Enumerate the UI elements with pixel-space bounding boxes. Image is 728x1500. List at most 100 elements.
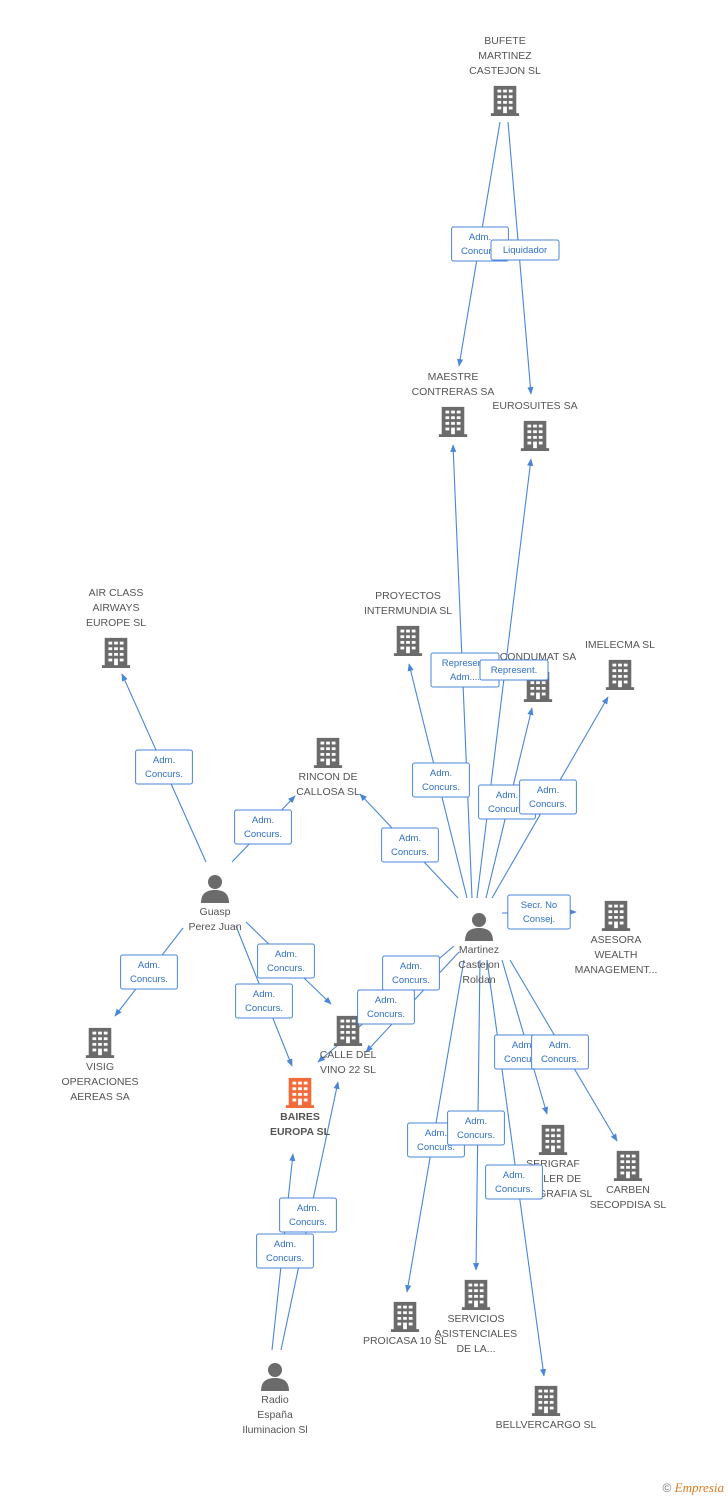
relation-label-text: Adm. xyxy=(138,960,160,971)
relation-label-text: Concurs. xyxy=(130,974,168,985)
relation-label[interactable]: Secr. No Consej. xyxy=(507,894,571,930)
relation-label[interactable]: Adm.Concurs. xyxy=(485,1164,543,1200)
relation-label-text: Concurs. xyxy=(495,1184,533,1195)
node-label-line: IMELECMA SL xyxy=(585,639,655,651)
node-bellvercargo[interactable]: BELLVERCARGO SL xyxy=(496,1385,597,1431)
node-proicasa[interactable]: PROICASA 10 SL xyxy=(363,1301,447,1347)
node-airclass[interactable]: AIR CLASS AIRWAYS EUROPE SL xyxy=(86,587,146,668)
relation-label-text: Concurs. xyxy=(457,1130,495,1141)
relation-label-text: Adm.... xyxy=(450,672,480,683)
relation-label[interactable]: Adm.Concurs. xyxy=(447,1110,505,1146)
relation-label-text: Adm. xyxy=(469,232,491,243)
node-label-line: Guasp xyxy=(200,906,231,918)
relation-label-box xyxy=(479,659,549,681)
relation-label-text: Adm. xyxy=(252,815,274,826)
relation-label-text: Adm. xyxy=(297,1203,319,1214)
relation-label-text: Adm. xyxy=(399,833,421,844)
footer-brand[interactable]: © Empresia xyxy=(662,1480,724,1496)
node-label-line: CALLE DEL xyxy=(320,1049,377,1061)
relation-label[interactable]: Represent. xyxy=(479,659,549,681)
node-label-line: CASTEJON SL xyxy=(469,65,541,77)
relation-label-text: Secr. No xyxy=(521,900,557,911)
relation-label-text: Concurs. xyxy=(422,782,460,793)
relation-label[interactable]: Adm.Concurs. xyxy=(257,943,315,979)
node-label-line: BAIRES xyxy=(280,1111,320,1123)
relation-label-text: Concurs. xyxy=(529,799,567,810)
node-eurosuites[interactable]: EUROSUITES SA xyxy=(492,400,578,451)
relation-label-text: Adm. xyxy=(274,1239,296,1250)
relation-label[interactable]: Adm.Concurs. xyxy=(135,749,193,785)
relation-label[interactable]: Adm. Concurs. xyxy=(531,1034,589,1070)
relation-label-text: Concurs. xyxy=(245,1003,283,1014)
relation-label-text: Adm. xyxy=(549,1040,571,1051)
relation-label-text: Adm. xyxy=(496,790,518,801)
relation-label[interactable]: Adm. Concurs. xyxy=(381,827,439,863)
building-icon xyxy=(605,659,635,690)
relation-label-text: Concurs. xyxy=(266,1253,304,1264)
relation-label-text: Concurs. xyxy=(367,1009,405,1020)
node-label-line: ASESORA xyxy=(591,934,642,946)
node-label-line: Martinez xyxy=(459,944,499,956)
person-icon xyxy=(465,913,493,941)
relation-label-text: Concurs. xyxy=(391,847,429,858)
node-label-line: PROYECTOS xyxy=(375,590,441,602)
relation-label-text: Concurs. xyxy=(267,963,305,974)
node-label-line: MAESTRE xyxy=(428,371,479,383)
node-label-line: SERVICIOS xyxy=(448,1313,505,1325)
node-asesora[interactable]: ASESORAWEALTHMANAGEMENT... xyxy=(575,900,658,976)
relation-label[interactable]: Adm.Concurs. xyxy=(412,762,470,798)
node-label-line: MARTINEZ xyxy=(478,50,532,62)
relation-label-text: Consej. xyxy=(523,914,555,925)
node-label-line: EUROSUITES SA xyxy=(492,400,577,412)
node-label-line: INTERMUNDIA SL xyxy=(364,605,452,617)
relation-label-box xyxy=(234,809,292,845)
building-icon xyxy=(520,420,550,451)
relation-label-text: Concurs. xyxy=(392,975,430,986)
relation-label-box xyxy=(357,989,415,1025)
node-proyectos[interactable]: PROYECTOS INTERMUNDIA SL xyxy=(364,590,452,656)
building-icon xyxy=(390,1301,420,1332)
relation-label[interactable]: Adm.Concurs. xyxy=(519,779,577,815)
relation-label[interactable]: Adm. Concurs. xyxy=(235,983,293,1019)
relation-label-text: Concurs. xyxy=(541,1054,579,1065)
node-label-line: AIRWAYS xyxy=(92,602,139,614)
relation-label[interactable]: Adm. Concurs. xyxy=(256,1233,314,1269)
node-label-line: EUROPE SL xyxy=(86,617,146,629)
relation-label-text: Adm. xyxy=(253,989,275,1000)
relation-label-text: Represent. xyxy=(442,658,488,669)
brand-logo: Empresia xyxy=(674,1480,724,1495)
building-icon xyxy=(601,900,631,931)
relation-label[interactable]: Adm. Concurs. xyxy=(382,955,440,991)
node-label-line: Radio xyxy=(261,1394,289,1406)
relation-label[interactable]: Adm.Concurs. xyxy=(279,1197,337,1233)
relation-label[interactable]: Liquidador xyxy=(490,239,560,261)
relation-label[interactable]: Adm.Concurs. xyxy=(357,989,415,1025)
relation-label[interactable]: Adm. Concurs. xyxy=(120,954,178,990)
node-label-line: AIR CLASS xyxy=(89,587,144,599)
relation-label-box xyxy=(412,762,470,798)
node-label-line: AEREAS SA xyxy=(70,1091,130,1103)
node-imelecma[interactable]: IMELECMA SL xyxy=(585,639,655,690)
building-icon xyxy=(490,85,520,116)
relation-label-text: Adm. xyxy=(400,961,422,972)
relation-label-box xyxy=(235,983,293,1019)
node-label-line: CARBEN xyxy=(606,1184,650,1196)
relation-label-box xyxy=(507,894,571,930)
building-icon xyxy=(85,1027,115,1058)
relation-label[interactable]: Adm.Concurs. xyxy=(234,809,292,845)
relation-label-text: Adm. xyxy=(153,755,175,766)
building-icon xyxy=(393,625,423,656)
relation-label-text: Concurs. xyxy=(461,246,499,257)
